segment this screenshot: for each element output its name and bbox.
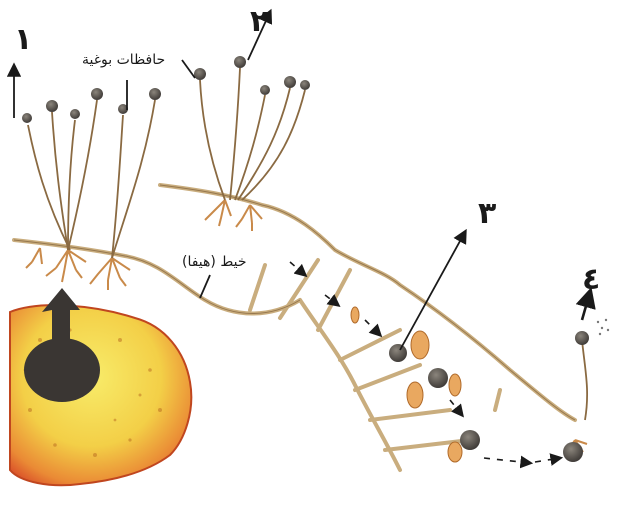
progression-arrows: [290, 262, 560, 463]
sporangiophore-pointer: [182, 60, 195, 78]
spores-dispersing: [597, 319, 609, 335]
stage-3-label: ٣: [478, 196, 496, 231]
hypha-pointer: [200, 275, 210, 298]
hypha-label: خيط (هيفا): [182, 254, 247, 270]
stage-4-label: ٤: [582, 262, 600, 297]
mold-colony: [24, 338, 100, 402]
bread-piece: [10, 288, 191, 485]
sporangiophores-label: حافظات بوغية: [82, 52, 165, 68]
stage-1-label: ١: [14, 22, 32, 57]
stage-2-label: ٢: [250, 4, 268, 39]
